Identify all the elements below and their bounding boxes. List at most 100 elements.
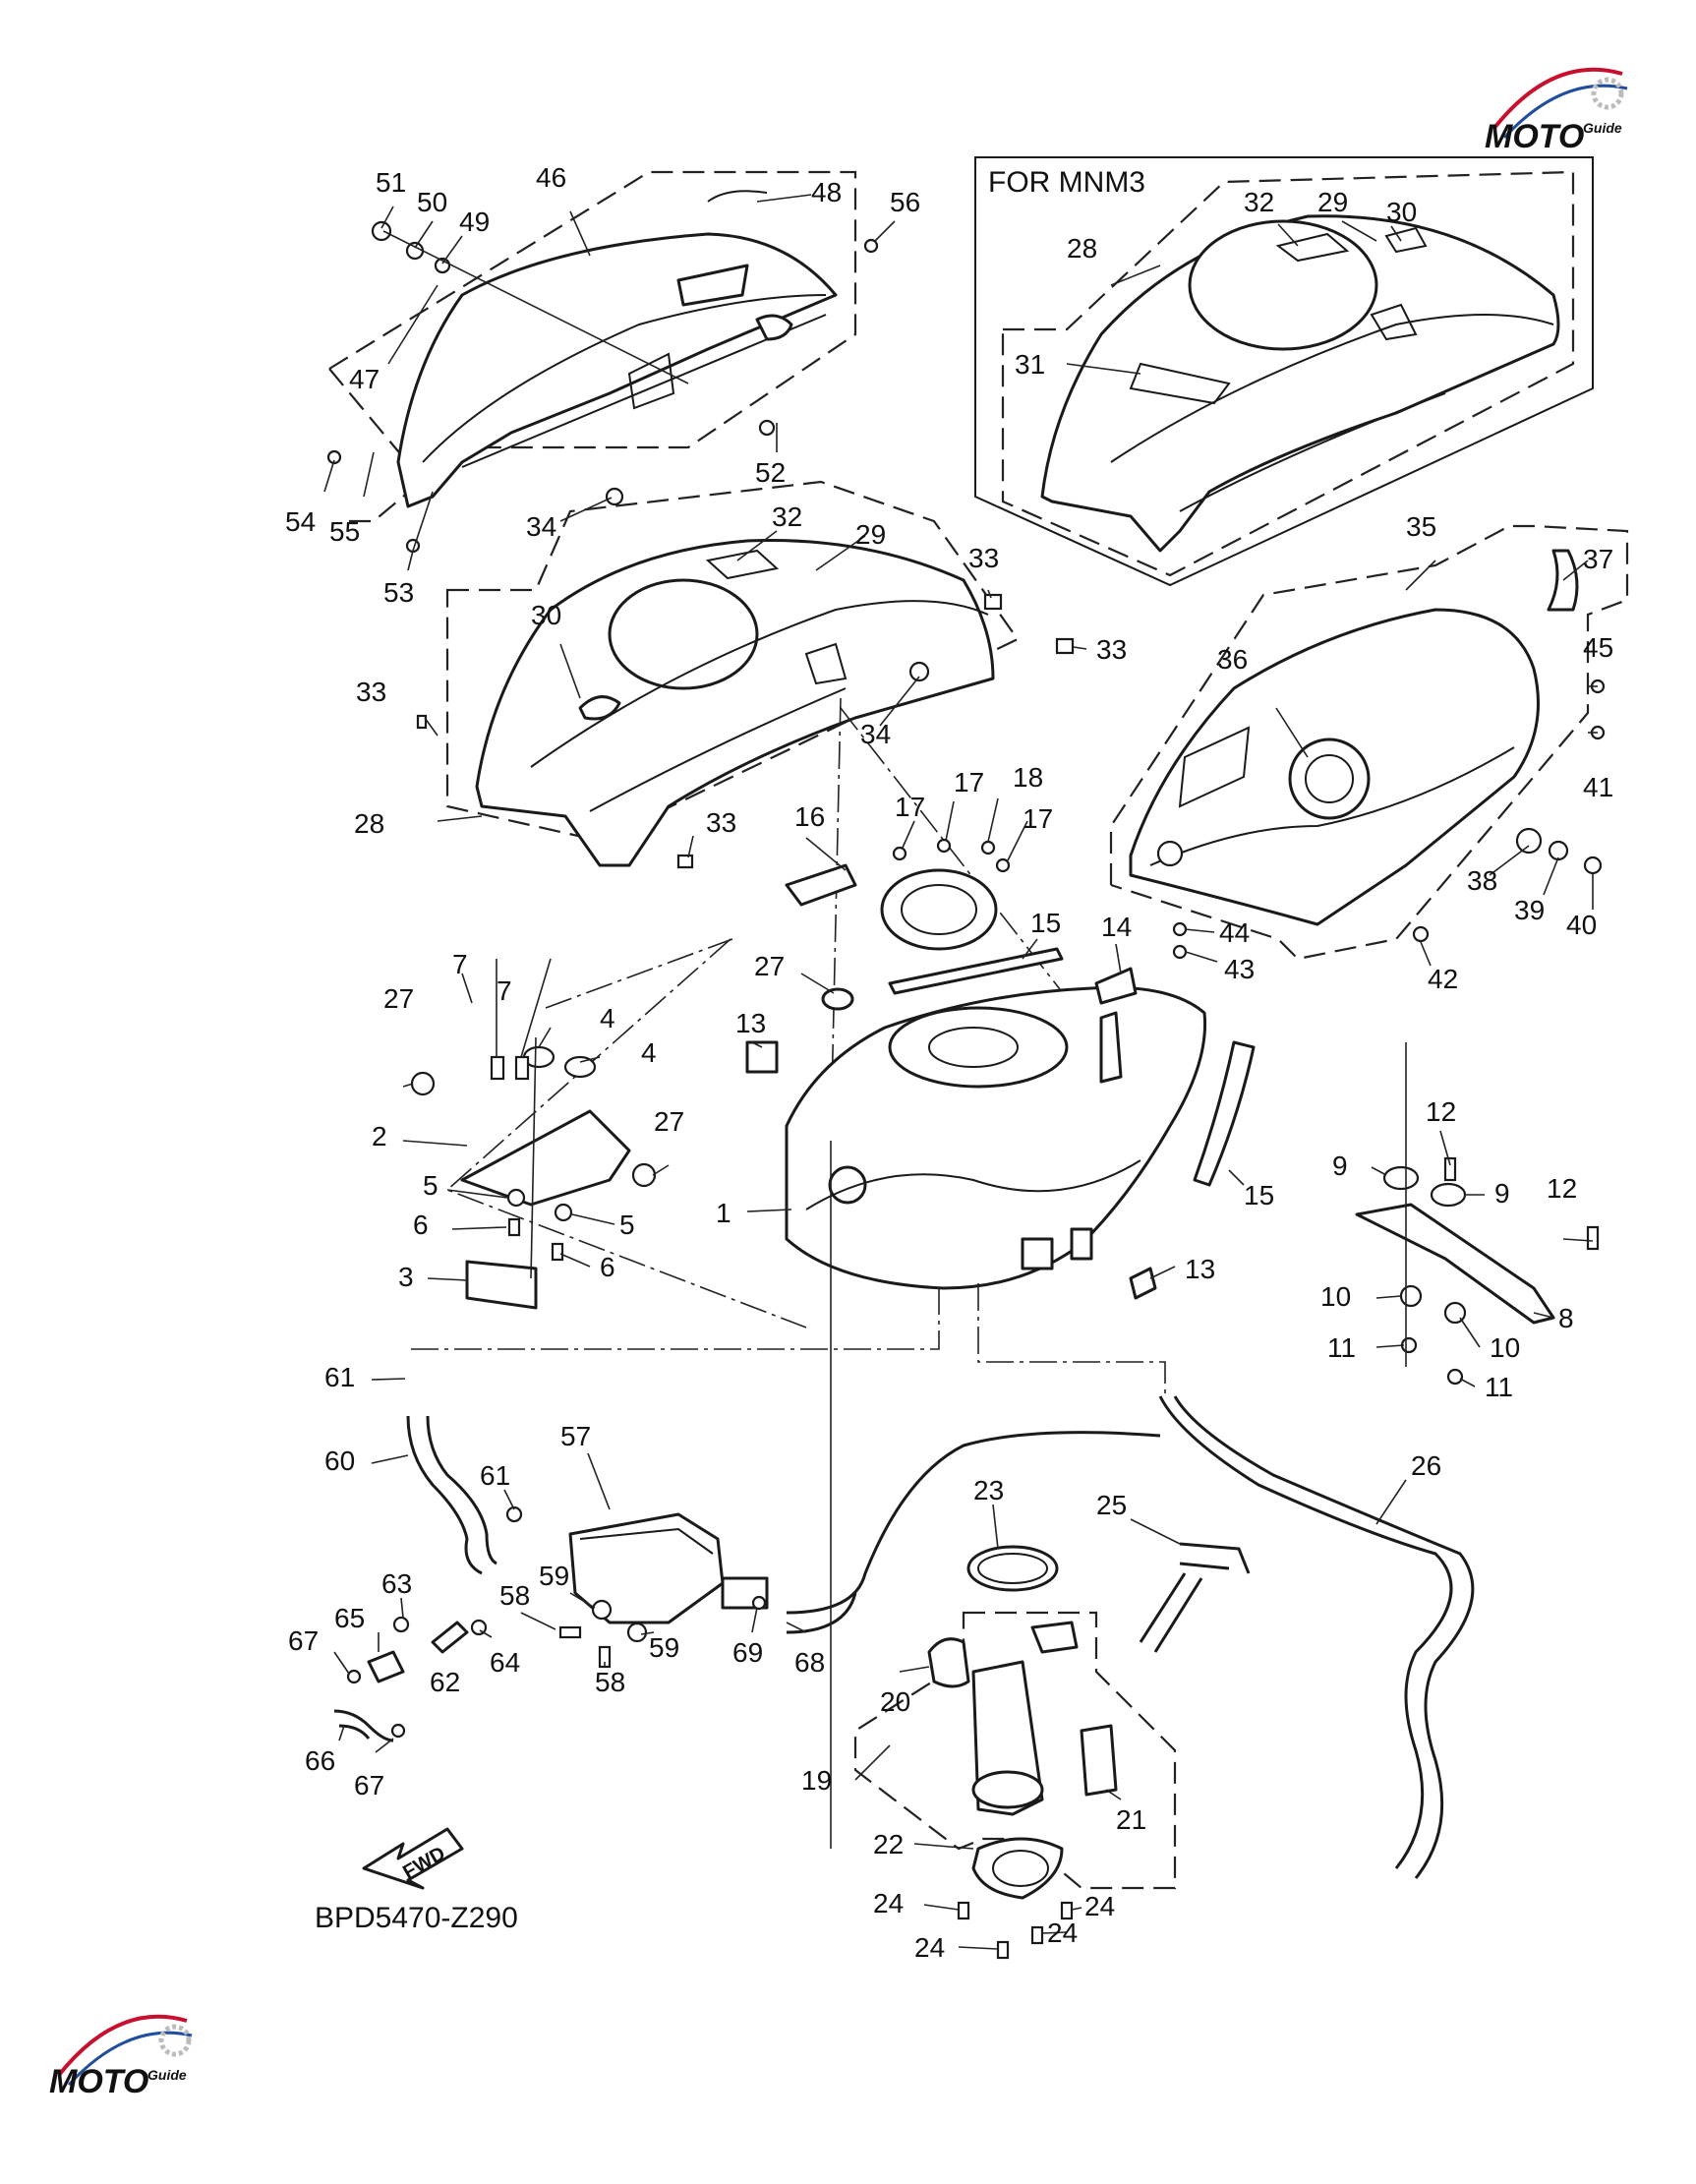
callout-33b: 33 <box>1096 634 1127 665</box>
watermark-bottom: MOTO Guide <box>49 2014 193 2100</box>
callout-37: 37 <box>1583 544 1613 574</box>
callout-45: 45 <box>1583 632 1613 663</box>
callout-63: 63 <box>381 1568 412 1599</box>
callout-12a: 12 <box>1426 1096 1456 1127</box>
frame-mnm3: FOR MNM3 <box>974 156 1594 587</box>
callout-67b: 67 <box>354 1770 384 1800</box>
callout-40: 40 <box>1566 910 1597 940</box>
fuel-pump-19 <box>830 1141 1251 1960</box>
cover-28 <box>416 480 1075 869</box>
callout-numbers: 51 50 49 46 4 8 56 47 5 2 54 55 53 34 32 2… <box>285 162 1613 1963</box>
callout-20: 20 <box>880 1686 910 1717</box>
callout-34a: 34 <box>526 511 556 542</box>
callout-25: 25 <box>1096 1490 1127 1520</box>
callout-61a: 61 <box>324 1362 355 1392</box>
callout-29b: 29 <box>1317 187 1348 217</box>
frame-title: FOR MNM3 <box>988 166 1145 199</box>
callout-11a: 11 <box>1327 1332 1356 1363</box>
callout-64: 64 <box>490 1647 520 1678</box>
callout-65: 65 <box>334 1603 365 1633</box>
callout-23: 23 <box>973 1475 1004 1505</box>
callout-9a: 9 <box>1332 1151 1348 1181</box>
callout-19: 19 <box>801 1765 832 1796</box>
fwd-arrow: FWD <box>362 1827 464 1890</box>
callout-42: 42 <box>1428 964 1458 994</box>
callout-17a: 17 <box>895 792 925 822</box>
callout-54: 54 <box>285 506 316 537</box>
callout-17c: 17 <box>1023 803 1053 834</box>
callout-59b: 59 <box>649 1632 679 1663</box>
callout-62: 62 <box>430 1667 460 1697</box>
watermark-top-sub: Guide <box>1583 120 1622 136</box>
callout-32b: 32 <box>1244 187 1274 217</box>
callout-30a: 30 <box>531 600 561 630</box>
callout-3: 3 <box>398 1262 414 1292</box>
callout-27c: 27 <box>654 1106 684 1137</box>
callout-50: 50 <box>417 187 447 217</box>
callout-38: 38 <box>1467 865 1497 896</box>
callout-47: 47 <box>349 364 380 394</box>
side-cover-35 <box>1109 524 1629 961</box>
callout-33a: 33 <box>968 543 999 573</box>
callout-51: 51 <box>376 167 406 198</box>
callout-44: 44 <box>1219 917 1250 948</box>
callout-10b: 10 <box>1490 1332 1520 1363</box>
bracket-2 <box>410 1036 657 1310</box>
callout-22: 22 <box>873 1829 904 1859</box>
callout-49: 49 <box>459 207 490 237</box>
callout-61b: 61 <box>480 1460 510 1491</box>
callout-24d: 24 <box>1047 1918 1078 1948</box>
callout-24b: 24 <box>1084 1891 1115 1921</box>
callout-67a: 67 <box>288 1625 319 1656</box>
callout-24a: 24 <box>873 1888 904 1918</box>
callout-58a: 58 <box>499 1580 530 1611</box>
callout-39: 39 <box>1514 895 1545 925</box>
callout-36: 36 <box>1217 644 1248 675</box>
callout-13a: 13 <box>735 1008 766 1038</box>
callout-10a: 10 <box>1320 1281 1351 1312</box>
callout-46: 46 <box>536 162 566 193</box>
callout-43: 43 <box>1224 954 1255 984</box>
callout-14: 14 <box>1101 912 1132 942</box>
callout-56: 56 <box>890 187 920 217</box>
callout-28b: 28 <box>1067 233 1097 264</box>
callout-2: 2 <box>372 1121 387 1151</box>
callout-6a: 6 <box>413 1210 429 1240</box>
callout-53: 53 <box>383 577 414 608</box>
watermark-bottom-text: MOTO <box>49 2063 148 2100</box>
callout-57: 57 <box>560 1421 591 1451</box>
leader-lines <box>323 194 1598 1950</box>
callout-15a: 15 <box>1030 908 1061 938</box>
callout-5a: 5 <box>423 1170 439 1201</box>
callout-16: 16 <box>794 801 825 832</box>
callout-59a: 59 <box>539 1561 569 1591</box>
watermark-top-text: MOTO <box>1485 118 1584 155</box>
cover-assembly-46 <box>326 170 879 554</box>
callout-30b: 30 <box>1386 197 1417 227</box>
callout-13b: 13 <box>1185 1254 1215 1284</box>
callout-55: 55 <box>329 516 360 547</box>
callout-28a: 28 <box>354 808 384 839</box>
callout-35: 35 <box>1406 511 1436 542</box>
callout-21: 21 <box>1116 1804 1146 1835</box>
callout-27b: 27 <box>383 983 414 1014</box>
callout-8: 8 <box>1558 1303 1574 1333</box>
callout-41: 41 <box>1583 772 1613 802</box>
callout-33d: 33 <box>706 807 736 838</box>
watermark-top: MOTO Guide <box>1485 67 1628 155</box>
callout-4a: 4 <box>600 1003 615 1033</box>
callout-7b: 7 <box>497 975 512 1006</box>
callout-27a: 27 <box>754 951 785 981</box>
callout-9b: 9 <box>1494 1178 1510 1209</box>
callout-32a: 32 <box>772 502 802 532</box>
callout-68: 68 <box>794 1647 825 1678</box>
callout-6b: 6 <box>600 1252 615 1282</box>
callout-15b: 15 <box>1244 1180 1274 1210</box>
callout-60: 60 <box>324 1446 355 1476</box>
callout-7a: 7 <box>452 949 468 979</box>
callout-29a: 29 <box>855 519 886 550</box>
watermark-bottom-sub: Guide <box>147 2067 187 2083</box>
callout-58b: 58 <box>595 1667 625 1697</box>
callout-69: 69 <box>732 1637 763 1668</box>
